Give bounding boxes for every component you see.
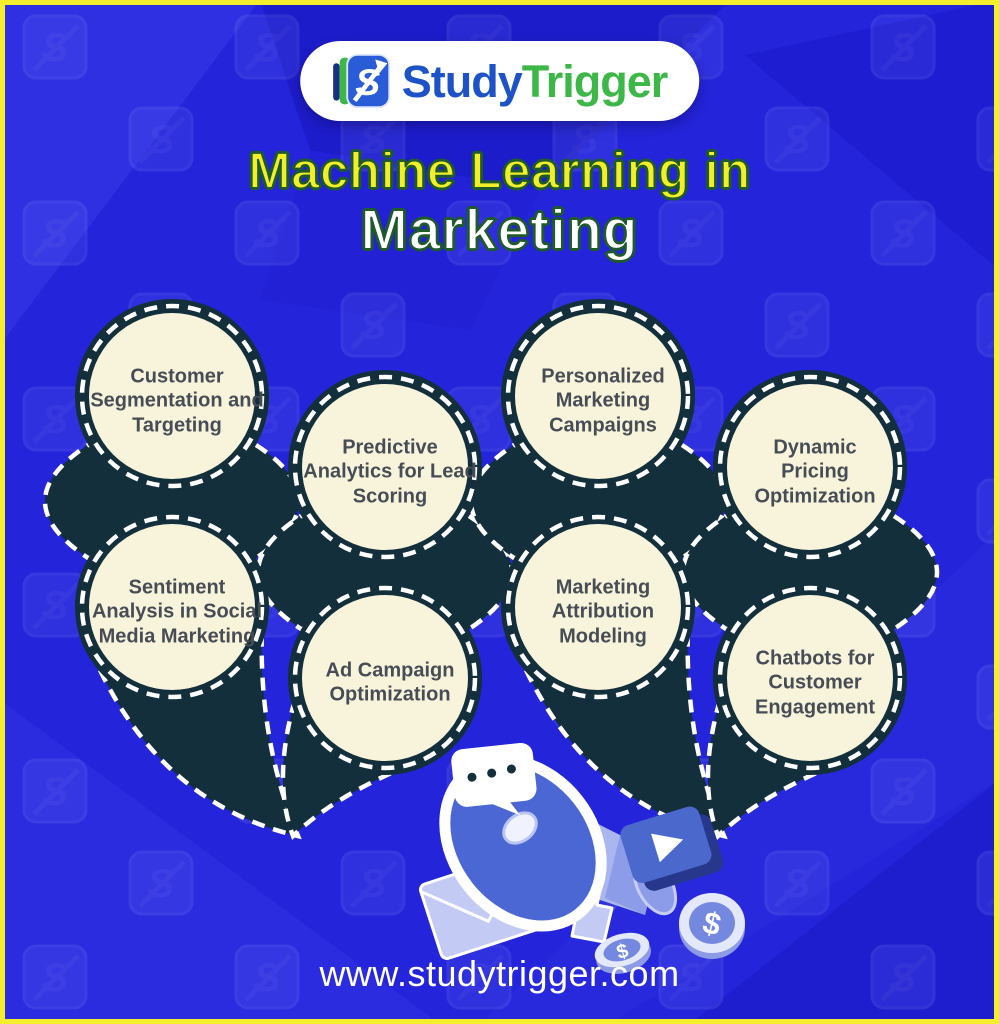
brand-name: StudyTrigger — [401, 55, 669, 107]
page-title: Machine Learning in Marketing — [5, 141, 994, 263]
brand-name-study: Study — [401, 55, 523, 107]
topic-bubble-circle — [288, 581, 482, 775]
play-button-icon — [620, 806, 724, 891]
topic-bubble-label: Marketing Attribution Modeling — [551, 576, 655, 648]
speech-bubble-icon — [451, 742, 537, 816]
topic-bubble-circle — [75, 510, 269, 704]
marketing-illustration: $ $ — [419, 742, 745, 974]
topic-bubble-label: Ad Campaign Optimization — [325, 659, 455, 706]
brand-name-trigger: Trigger — [521, 55, 669, 107]
topic-bubble-label: Chatbots for Customer Engagement — [754, 647, 876, 719]
topic-bubble-label: Predictive Analytics for Lead Scoring — [303, 436, 477, 508]
topic-bubble-label: Dynamic Pricing Optimization — [754, 436, 876, 508]
topic-bubble-circle — [713, 581, 907, 775]
topic-bubble-label: Customer Segmentation and Targeting — [90, 365, 264, 437]
topic-bubble-label: Personalized Marketing Campaigns — [541, 365, 665, 437]
topic-bubble-circle — [75, 299, 269, 493]
topic-bubble-circle — [501, 299, 695, 493]
page-title-line1: Machine Learning in — [247, 141, 751, 199]
coin-icon-small: $ — [594, 932, 651, 974]
page-title-line2: Marketing — [359, 198, 639, 263]
topic-bubbles — [75, 299, 907, 775]
topic-bubble-circle — [501, 510, 695, 704]
topic-bubble-circle — [713, 370, 907, 564]
studytrigger-logo-icon: S — [332, 53, 390, 109]
website-url: www.studytrigger.com — [319, 953, 680, 994]
coin-icon: $ — [679, 893, 745, 959]
studytrigger-logo: S StudyTrigger — [299, 41, 700, 121]
topic-bubble-label: Sentiment Analysis in Social Media Marke… — [91, 576, 263, 648]
topic-bubble-circle — [288, 370, 482, 564]
